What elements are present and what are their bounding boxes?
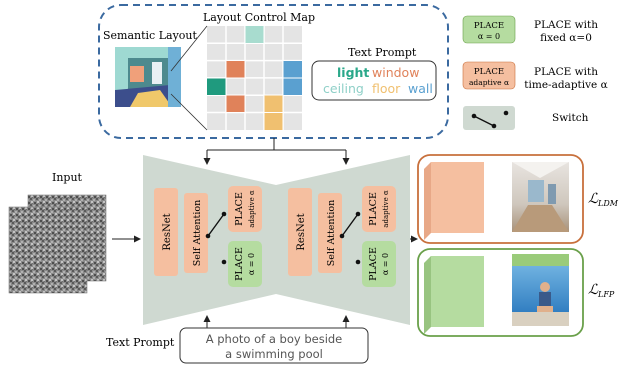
place-adaptive-block-decoder	[362, 186, 396, 232]
text-prompt-box	[311, 60, 437, 101]
place-adaptive-sub: adaptive α	[248, 190, 256, 228]
legend-fixed-box	[462, 15, 516, 44]
lfp-pool-image	[512, 254, 569, 326]
place-fixed-sub: α = 0	[381, 253, 390, 275]
self-attention-label: Self Attention	[192, 200, 203, 266]
word-ceiling: ceiling	[323, 81, 364, 96]
input-label: Input	[52, 171, 83, 184]
resnet-block-encoder	[154, 188, 178, 276]
legend-switch-box	[463, 106, 515, 130]
input-noise-stack	[8, 194, 107, 294]
switch-icon	[473, 115, 495, 127]
semantic-layout-label: Semantic Layout	[103, 29, 197, 42]
place-fixed-block-encoder	[228, 241, 262, 287]
top-to-unet-arrows	[203, 138, 350, 165]
word-window: window	[372, 65, 419, 80]
word-floor: floor	[372, 81, 401, 96]
ldm-room-image	[512, 162, 569, 232]
legend-adaptive-line2: time-adaptive α	[524, 79, 607, 91]
top-panel: Semantic Layout Layout Control Map	[98, 4, 449, 139]
place-fixed-sub: α = 0	[247, 253, 256, 275]
legend-adaptive-line1: PLACE with	[534, 66, 598, 78]
word-wall: wall	[408, 81, 433, 96]
place-adaptive-block-encoder	[228, 186, 262, 232]
switch-icon	[207, 213, 225, 237]
place-fixed-title: PLACE	[234, 247, 245, 281]
self-attention-block-decoder	[318, 193, 342, 273]
legend-fixed-line1: PLACE with	[534, 19, 598, 31]
bottom-text-prompt-label: Text Prompt	[106, 336, 175, 349]
lfp-panel: ℒ LFP	[417, 248, 615, 337]
connector-line	[170, 25, 208, 72]
legend-fixed-line2: fixed α=0	[540, 32, 592, 44]
place-adaptive-title: PLACE	[368, 192, 379, 226]
legend-adaptive-title: PLACE	[474, 67, 504, 77]
ldm-loss-main: ℒ	[588, 191, 599, 207]
text-prompt-label: Text Prompt	[348, 46, 417, 59]
bottom-prompt-line1: A photo of a boy beside	[206, 332, 343, 346]
control-map-grid	[207, 26, 302, 130]
legend: PLACE α = 0 PLACE with fixed α=0 PLACE a…	[462, 15, 608, 130]
ldm-feature-block	[431, 162, 484, 233]
self-attention-label: Self Attention	[326, 200, 337, 266]
resnet-block-decoder	[288, 188, 312, 276]
resnet-label: ResNet	[296, 213, 307, 250]
lfp-feature-block	[431, 256, 484, 327]
place-fixed-title: PLACE	[368, 247, 379, 281]
semantic-layout-image	[115, 47, 181, 107]
legend-fixed-title: PLACE	[474, 21, 504, 31]
control-map-label: Layout Control Map	[203, 11, 315, 24]
lfp-loss-main: ℒ	[588, 282, 599, 298]
place-fixed-block-decoder	[362, 241, 396, 287]
bottom-prompt-line2: a swimming pool	[225, 347, 323, 361]
unet-encoder: ResNet Self Attention PLACE adaptive α P…	[143, 155, 276, 325]
connector-line	[170, 93, 208, 131]
ldm-panel: ℒ LDM	[417, 154, 619, 244]
word-light: light	[337, 65, 369, 80]
bottom-prompt-box	[179, 327, 369, 364]
ldm-loss-sub: LDM	[597, 199, 619, 208]
place-adaptive-sub: adaptive α	[382, 190, 390, 228]
switch-icon	[341, 213, 359, 237]
legend-switch-label: Switch	[552, 112, 589, 124]
legend-adaptive-box	[462, 61, 516, 90]
legend-adaptive-sub: adaptive α	[469, 78, 509, 87]
legend-fixed-sub: α = 0	[478, 32, 500, 41]
resnet-label: ResNet	[162, 213, 173, 250]
self-attention-block-encoder	[184, 193, 208, 273]
unet-decoder: ResNet Self Attention PLACE adaptive α P…	[276, 155, 410, 325]
place-adaptive-title: PLACE	[234, 192, 245, 226]
lfp-loss-sub: LFP	[597, 290, 615, 299]
